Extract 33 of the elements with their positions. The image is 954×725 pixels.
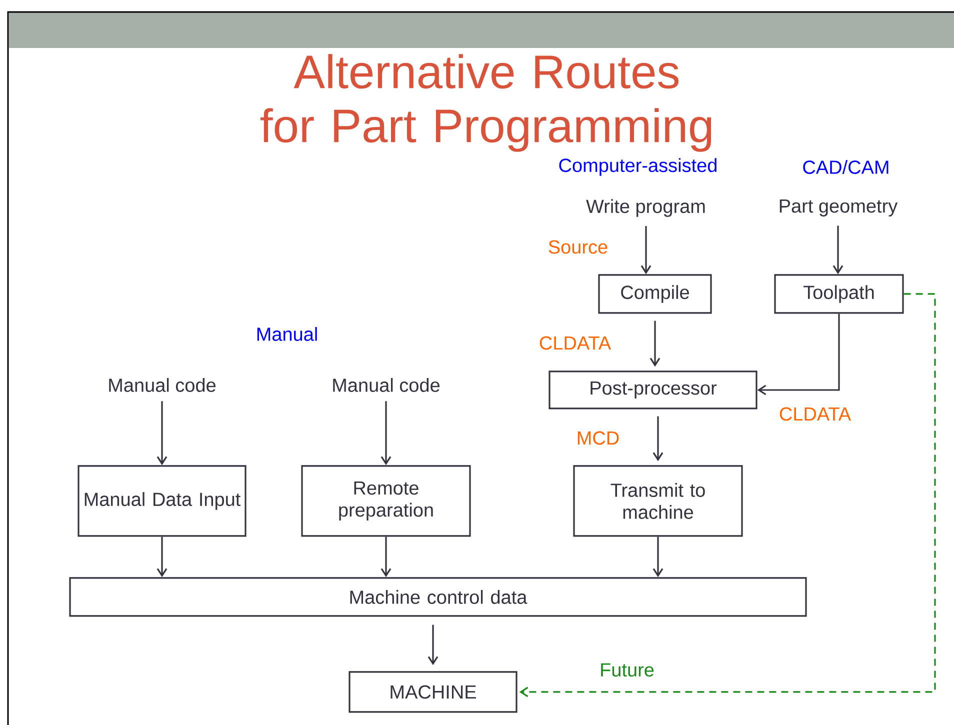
arrow: [650, 320, 660, 367]
arrow: [519, 293, 936, 698]
arrow: [380, 401, 392, 466]
heading: CAD/CAM: [803, 160, 888, 174]
input-text: Write program: [586, 199, 705, 217]
process-box: Post-processor: [548, 370, 758, 410]
edge-label: Future: [598, 662, 656, 678]
edge-label: CLDATA: [538, 335, 612, 351]
title: Alternative Routes for Part Programming: [260, 54, 712, 152]
process-box: Machine control data: [69, 577, 807, 617]
edge-label: MCD: [575, 430, 621, 446]
process-box: Remote preparation: [301, 465, 471, 537]
process-box: Manual Data Input: [78, 465, 246, 537]
input-text: Manual code: [333, 378, 440, 392]
process-box: Compile: [598, 274, 712, 314]
heading: Manual: [257, 327, 317, 341]
arrow: [832, 226, 844, 274]
heading: Computer-assisted: [559, 158, 716, 176]
arrow: [428, 624, 438, 666]
arrow: [156, 536, 168, 578]
arrow: [640, 226, 652, 274]
input-text: Part geometry: [780, 200, 898, 216]
process-box: Transmit to machine: [573, 465, 743, 537]
process-box: MACHINE: [348, 671, 518, 713]
arrow: [757, 314, 840, 396]
edge-label: Source: [546, 239, 610, 255]
arrow: [380, 536, 392, 578]
arrow: [652, 536, 664, 578]
process-box: Toolpath: [774, 274, 904, 314]
arrow: [652, 416, 664, 462]
edge-label: CLDATA: [778, 406, 852, 422]
arrow: [156, 401, 168, 466]
input-text: Manual code: [109, 378, 216, 392]
